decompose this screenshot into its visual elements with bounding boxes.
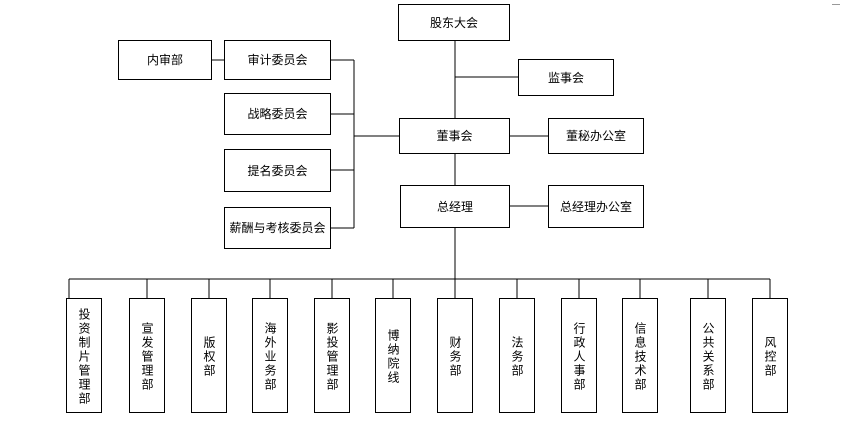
dept-box-9: 行政人事部	[561, 298, 597, 413]
dept-label-9: 行政人事部	[572, 321, 586, 392]
dept-label-12: 风控部	[763, 335, 777, 378]
dept-label-10: 信息技术部	[633, 321, 647, 392]
node-compensation-committee-label: 薪酬与考核委员会	[229, 221, 326, 235]
dept-box-1: 投资制片管理部	[66, 298, 102, 413]
dept-box-5: 影投管理部	[314, 298, 350, 413]
node-board-label: 董事会	[436, 129, 473, 143]
corner-mark	[832, 0, 840, 5]
node-shareholders-label: 股东大会	[429, 15, 478, 30]
dept-box-10: 信息技术部	[622, 298, 658, 413]
dept-label-11: 公共关系部	[701, 321, 715, 392]
node-gm-office-label: 总经理办公室	[559, 199, 632, 214]
dept-label-3: 版权部	[202, 335, 216, 378]
node-audit-committee: 审计委员会	[224, 40, 331, 80]
dept-box-2: 宣发管理部	[129, 298, 165, 413]
dept-box-11: 公共关系部	[690, 298, 726, 413]
node-nomination-committee-label: 提名委员会	[247, 163, 308, 178]
dept-label-5: 影投管理部	[325, 321, 339, 392]
node-gm-label: 总经理	[436, 199, 473, 214]
node-compensation-committee: 薪酬与考核委员会	[224, 207, 331, 249]
dept-label-7: 财务部	[448, 335, 462, 378]
dept-label-2: 宣发管理部	[140, 321, 154, 392]
dept-box-12: 风控部	[752, 298, 788, 413]
dept-box-7: 财务部	[437, 298, 473, 413]
node-board-office: 董秘办公室	[548, 118, 644, 154]
dept-label-1: 投资制片管理部	[77, 307, 91, 406]
node-nomination-committee: 提名委员会	[224, 149, 331, 192]
dept-label-8: 法务部	[510, 335, 524, 378]
node-strategy-committee: 战略委员会	[224, 93, 331, 135]
dept-label-6: 博纳院线	[386, 328, 400, 385]
node-board: 董事会	[399, 118, 510, 154]
node-strategy-committee-label: 战略委员会	[247, 107, 308, 121]
node-internal-audit: 内审部	[118, 40, 212, 80]
dept-box-4: 海外业务部	[252, 298, 288, 413]
node-shareholders: 股东大会	[398, 4, 510, 41]
node-internal-audit-label: 内审部	[146, 53, 183, 67]
dept-box-6: 博纳院线	[375, 298, 411, 413]
node-supervisors: 监事会	[518, 59, 614, 96]
node-board-office-label: 董秘办公室	[565, 129, 626, 143]
node-supervisors-label: 监事会	[547, 70, 584, 85]
node-audit-committee-label: 审计委员会	[247, 53, 308, 67]
dept-box-8: 法务部	[499, 298, 535, 413]
node-gm: 总经理	[400, 185, 510, 228]
node-gm-office: 总经理办公室	[548, 185, 644, 228]
dept-box-3: 版权部	[191, 298, 227, 413]
dept-label-4: 海外业务部	[263, 321, 277, 392]
